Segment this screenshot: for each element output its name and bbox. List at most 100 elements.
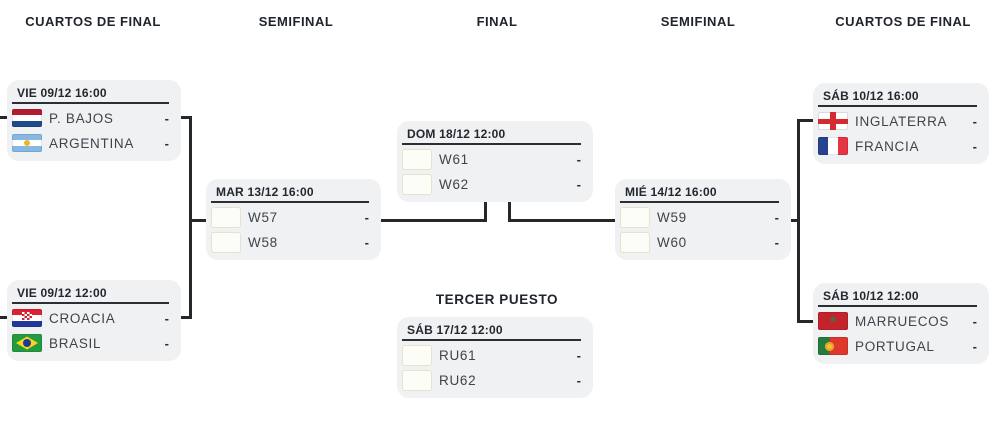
team-row[interactable]: BRASIL - [12,332,169,354]
team-name: W61 [439,151,469,167]
team-score: - [164,135,169,151]
team-row[interactable]: W62 - [402,173,581,195]
team-row[interactable]: PORTUGAL - [818,335,977,357]
team-row[interactable]: FRANCIA - [818,135,977,157]
team-score: - [364,209,369,225]
team-score: - [164,335,169,351]
match-card-sf-left[interactable]: MAR 13/12 16:00 W57 - W58 - [206,179,381,260]
round-header-quarterfinals-left: CUARTOS DE FINAL [25,14,161,29]
team-score: - [164,110,169,126]
divider [12,102,169,104]
match-card-qf-right-bottom[interactable]: SÁB 10/12 12:00 MARRUECOS - PORTUGAL - [813,283,989,364]
team-name: ARGENTINA [49,135,135,151]
divider [818,105,977,107]
team-name: INGLATERRA [855,113,948,129]
team-name: P. BAJOS [49,110,114,126]
team-row[interactable]: W59 - [620,206,779,228]
bracket-connector [800,320,813,323]
match-datetime: VIE 09/12 16:00 [17,86,107,100]
team-flag-icon [211,231,241,253]
team-score: - [972,113,977,129]
match-card-qf-left-bottom[interactable]: VIE 09/12 12:00 CROACIA - BRASIL - [7,280,181,361]
bracket-connector [508,219,615,222]
match-datetime: SÁB 17/12 12:00 [407,323,503,337]
team-row[interactable]: INGLATERRA - [818,110,977,132]
match-card-qf-left-top[interactable]: VIE 09/12 16:00 P. BAJOS - ARGENTINA - [7,80,181,161]
team-flag-icon [818,137,848,155]
bracket-connector [189,116,192,319]
bracket-connector [181,116,192,119]
bracket-connector [797,119,800,323]
team-row[interactable]: RU62 - [402,369,581,391]
match-datetime: VIE 09/12 12:00 [17,286,107,300]
team-flag-icon [402,344,432,366]
bracket-connector [791,219,800,222]
team-score: - [972,313,977,329]
team-name: CROACIA [49,310,116,326]
bracket-connector [484,201,487,222]
round-header-quarterfinals-right: CUARTOS DE FINAL [835,14,971,29]
team-flag-icon [12,334,42,352]
team-name: FRANCIA [855,138,920,154]
team-row[interactable]: RU61 - [402,344,581,366]
team-row[interactable]: MARRUECOS - [818,310,977,332]
divider [402,339,581,341]
bracket-connector [381,219,487,222]
match-card-qf-right-top[interactable]: SÁB 10/12 16:00 INGLATERRA - FRANCIA - [813,83,989,164]
team-name: W59 [657,209,687,225]
bracket-connector [181,316,192,319]
team-name: W58 [248,234,278,250]
divider [620,201,779,203]
third-place-title: TERCER PUESTO [435,292,559,307]
team-flag-icon [402,369,432,391]
bracket-connector [508,201,511,222]
match-datetime: DOM 18/12 12:00 [407,127,506,141]
team-score: - [972,338,977,354]
team-row[interactable]: CROACIA - [12,307,169,329]
team-flag-icon [402,148,432,170]
team-name: MARRUECOS [855,313,950,329]
team-score: - [164,310,169,326]
team-score: - [972,138,977,154]
team-row[interactable]: ARGENTINA - [12,132,169,154]
team-flag-icon [818,312,848,330]
team-flag-icon [620,206,650,228]
bracket-connector [192,219,206,222]
team-flag-icon [12,309,42,327]
team-score: - [576,372,581,388]
team-flag-icon [818,337,848,355]
team-row[interactable]: W60 - [620,231,779,253]
divider [211,201,369,203]
team-name: PORTUGAL [855,338,935,354]
match-card-sf-right[interactable]: MIÉ 14/12 16:00 W59 - W60 - [615,179,791,260]
match-datetime: MIÉ 14/12 16:00 [625,185,717,199]
team-name: W57 [248,209,278,225]
bracket-connector [0,116,7,119]
team-flag-icon [620,231,650,253]
divider [818,305,977,307]
team-row[interactable]: W58 - [211,231,369,253]
team-flag-icon [211,206,241,228]
match-datetime: SÁB 10/12 16:00 [823,89,919,103]
team-row[interactable]: P. BAJOS - [12,107,169,129]
team-row[interactable]: W61 - [402,148,581,170]
team-score: - [774,234,779,250]
round-header-final: FINAL [476,14,518,29]
match-card-final[interactable]: DOM 18/12 12:00 W61 - W62 - [397,121,593,202]
team-flag-icon [12,134,42,152]
team-name: RU61 [439,347,477,363]
bracket-connector [800,119,813,122]
round-header-semifinal-left: SEMIFINAL [258,14,334,29]
team-score: - [774,209,779,225]
team-name: W62 [439,176,469,192]
team-score: - [576,347,581,363]
match-card-third-place[interactable]: SÁB 17/12 12:00 RU61 - RU62 - [397,317,593,398]
divider [12,302,169,304]
divider [402,143,581,145]
bracket-connector [0,316,7,319]
team-name: W60 [657,234,687,250]
round-header-semifinal-right: SEMIFINAL [660,14,736,29]
team-score: - [576,176,581,192]
team-row[interactable]: W57 - [211,206,369,228]
